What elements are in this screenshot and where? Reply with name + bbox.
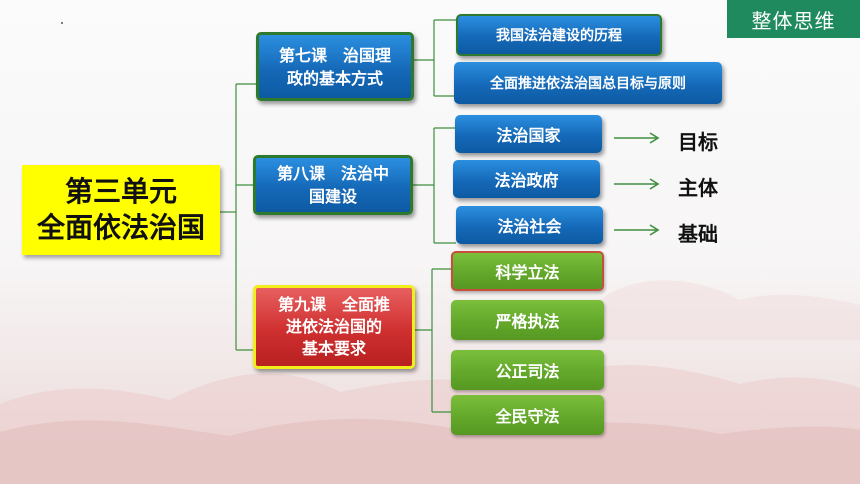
result-goal: 目标 — [678, 130, 718, 154]
unit-title-line1: 第三单元 — [64, 175, 177, 208]
lesson-9-title-line2: 进依法治国的 — [285, 317, 382, 336]
lesson-8-title-line1: 第八课 法治中 — [276, 164, 389, 183]
stray-dot — [61, 22, 63, 24]
lesson-7-item-goals-principles[interactable]: 全面推进依法治国总目标与原则 — [454, 62, 722, 104]
lesson-7-title-line2: 政的基本方式 — [286, 68, 383, 88]
lesson-9-item-strict-law-enforcement[interactable]: 严格执法 — [451, 300, 604, 340]
lesson-7-item-history[interactable]: 我国法治建设的历程 — [456, 14, 662, 56]
lesson-9-item-fair-justice[interactable]: 公正司法 — [451, 350, 604, 390]
lesson-8-item-rule-of-law-government[interactable]: 法治政府 — [453, 160, 600, 198]
result-subject: 主体 — [678, 176, 718, 200]
lesson-9-item-law-abiding-citizens[interactable]: 全民守法 — [451, 395, 604, 435]
lesson-8-item-rule-of-law-country[interactable]: 法治国家 — [455, 115, 602, 153]
lesson-8-title-line2: 国建设 — [308, 187, 357, 206]
lesson-9-title-line3: 基本要求 — [301, 339, 366, 358]
lesson-9-node[interactable]: 第九课 全面推 进依法治国的 基本要求 — [253, 285, 415, 369]
lesson-7-title-line1: 第七课 治国理 — [278, 45, 391, 65]
lesson-9-title-line1: 第九课 全面推 — [277, 295, 390, 314]
result-foundation: 基础 — [678, 222, 718, 246]
lesson-9-item-scientific-legislation[interactable]: 科学立法 — [451, 251, 604, 291]
unit-title-line2: 全面依法治国 — [36, 211, 205, 244]
lesson-8-item-rule-of-law-society[interactable]: 法治社会 — [456, 206, 603, 244]
holistic-thinking-tag: 整体思维 — [727, 0, 860, 38]
lesson-8-node[interactable]: 第八课 法治中 国建设 — [253, 155, 413, 215]
unit-title: 第三单元 全面依法治国 — [22, 165, 220, 255]
lesson-7-node[interactable]: 第七课 治国理 政的基本方式 — [256, 32, 414, 101]
